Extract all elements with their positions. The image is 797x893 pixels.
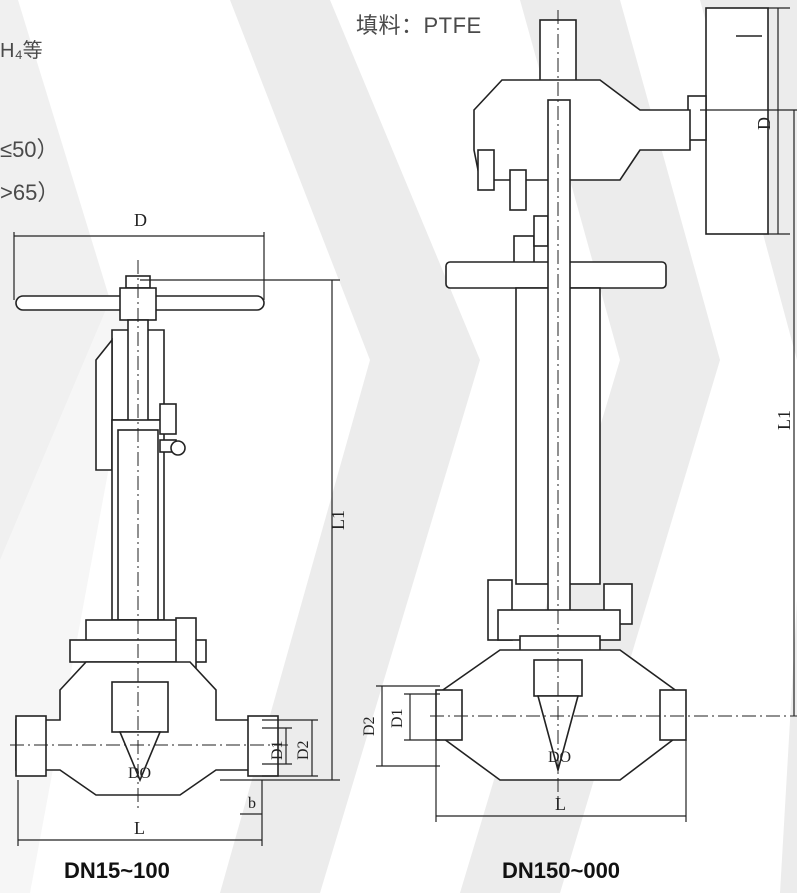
left-valve [10,260,290,810]
right-caption: DN150~000 [502,858,621,883]
left-dim-DO: DO [128,765,151,782]
left-dimensions [13,232,340,846]
filler-spec: 填料：PTFE [356,13,482,38]
right-dim-D1: D1 [389,708,406,728]
left-dim-D: D [134,210,147,230]
medium-spec-fragment: H₄等 [0,40,43,62]
right-dim-L1: L1 [774,410,794,430]
right-dim-DO: DO [548,749,571,766]
right-dim-L: L [555,794,566,814]
right-dimensions [376,7,797,822]
right-dim-D: D [754,117,774,130]
left-caption: DN15~100 [64,858,170,883]
left-dim-L: L [134,818,145,838]
left-dim-b: b [248,795,256,812]
right-valve [430,7,797,810]
left-dim-D1: D1 [269,740,286,760]
right-dim-D2: D2 [361,716,378,736]
temperature-spec-fragment-2: >65） [0,180,60,205]
left-dim-D2: D2 [295,740,312,760]
left-dim-L1: L1 [328,510,348,530]
temperature-spec-fragment-1: ≤50） [0,137,59,162]
